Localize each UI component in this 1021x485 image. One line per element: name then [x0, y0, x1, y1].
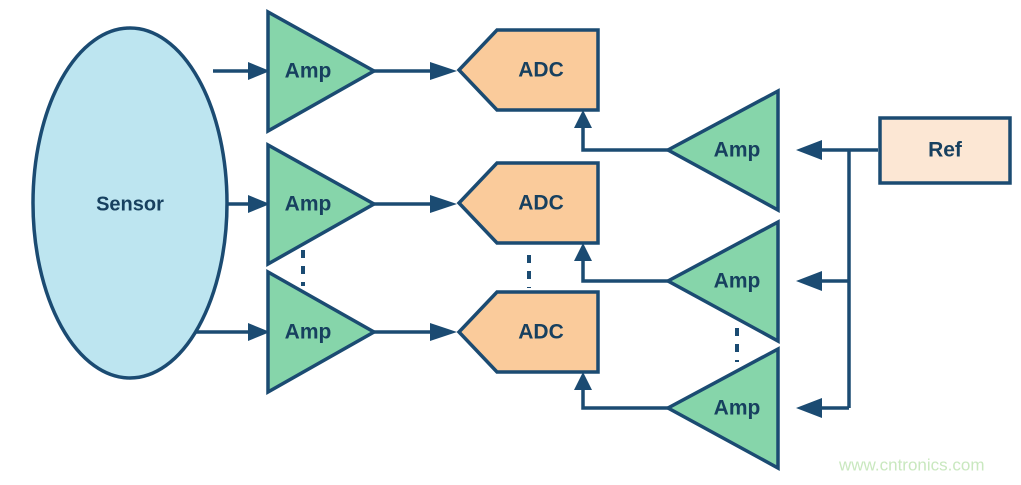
ref-amp-to-adc-wires — [574, 110, 668, 410]
amp-triangle-n[interactable] — [266, 268, 378, 396]
adc-shape-n[interactable] — [456, 290, 600, 374]
adc-label-1: ADC — [518, 59, 564, 82]
wire-refamp-2-to-adc-2 — [581, 261, 668, 283]
amp-label-n: Amp — [285, 321, 332, 344]
amp-triangle-2[interactable] — [266, 142, 378, 268]
adc-shape-2[interactable] — [456, 161, 600, 245]
arrow-refamp-1-to-adc-1 — [574, 110, 592, 128]
ref-buffer-amp-n[interactable]: Amp — [664, 346, 780, 471]
adc-label-2: ADC — [518, 192, 564, 215]
ref-buffer-amp-1[interactable]: Amp — [664, 88, 780, 213]
signal-amp-1[interactable]: Amp — [266, 9, 378, 135]
amp-triangle-1[interactable] — [266, 9, 378, 135]
arrow-sensor-to-amp-n — [248, 323, 270, 341]
arrow-refamp-2-to-adc-2 — [574, 243, 592, 261]
adc-block-2[interactable]: ADC — [456, 161, 600, 245]
ref-amp-label-n: Amp — [714, 397, 761, 420]
arrow-amp-to-adc-1 — [430, 62, 457, 80]
ref-amp-label-2: Amp — [714, 270, 761, 293]
arrow-sensor-to-amp-2 — [248, 195, 270, 213]
ref-amp-triangle-2[interactable] — [664, 219, 780, 344]
adc-label-n: ADC — [518, 321, 564, 344]
arrow-amp-to-adc-n — [430, 323, 457, 341]
arrow-ref-to-refamp-2 — [796, 271, 822, 291]
ref-distribution-bus — [796, 140, 878, 418]
arrow-ref-to-refamp-n — [796, 398, 822, 418]
adc-block-n[interactable]: ADC — [456, 290, 600, 374]
ref-amp-triangle-1[interactable] — [664, 88, 780, 213]
amp-label-2: Amp — [285, 193, 332, 216]
signal-amp-2[interactable]: Amp — [266, 142, 378, 268]
arrow-refamp-n-to-adc-n — [574, 372, 592, 390]
ref-buffer-amp-2[interactable]: Amp — [664, 219, 780, 344]
sensor-to-amp-wires — [196, 62, 270, 341]
signal-amp-n[interactable]: Amp — [266, 268, 378, 396]
wire-refamp-1-to-adc-1 — [581, 128, 668, 152]
watermark-text: www.cntronics.com — [838, 455, 984, 474]
arrow-amp-to-adc-2 — [430, 195, 457, 213]
ref-rectangle[interactable] — [878, 116, 1012, 185]
adc-shape-1[interactable] — [456, 28, 600, 112]
sensor-label: Sensor — [96, 193, 164, 215]
adc-block-1[interactable]: ADC — [456, 28, 600, 112]
ref-label: Ref — [928, 139, 963, 162]
wire-refamp-n-to-adc-n — [581, 390, 668, 410]
ref-amp-label-1: Amp — [714, 139, 761, 162]
sensor-block[interactable]: Sensor — [31, 26, 229, 380]
amp-label-1: Amp — [285, 60, 332, 83]
arrow-ref-to-refamp-1 — [796, 140, 822, 160]
ref-amp-triangle-n[interactable] — [664, 346, 780, 471]
reference-block[interactable]: Ref — [878, 116, 1012, 185]
amp-to-adc-wires — [374, 62, 457, 341]
arrow-sensor-to-amp-1 — [248, 62, 270, 80]
